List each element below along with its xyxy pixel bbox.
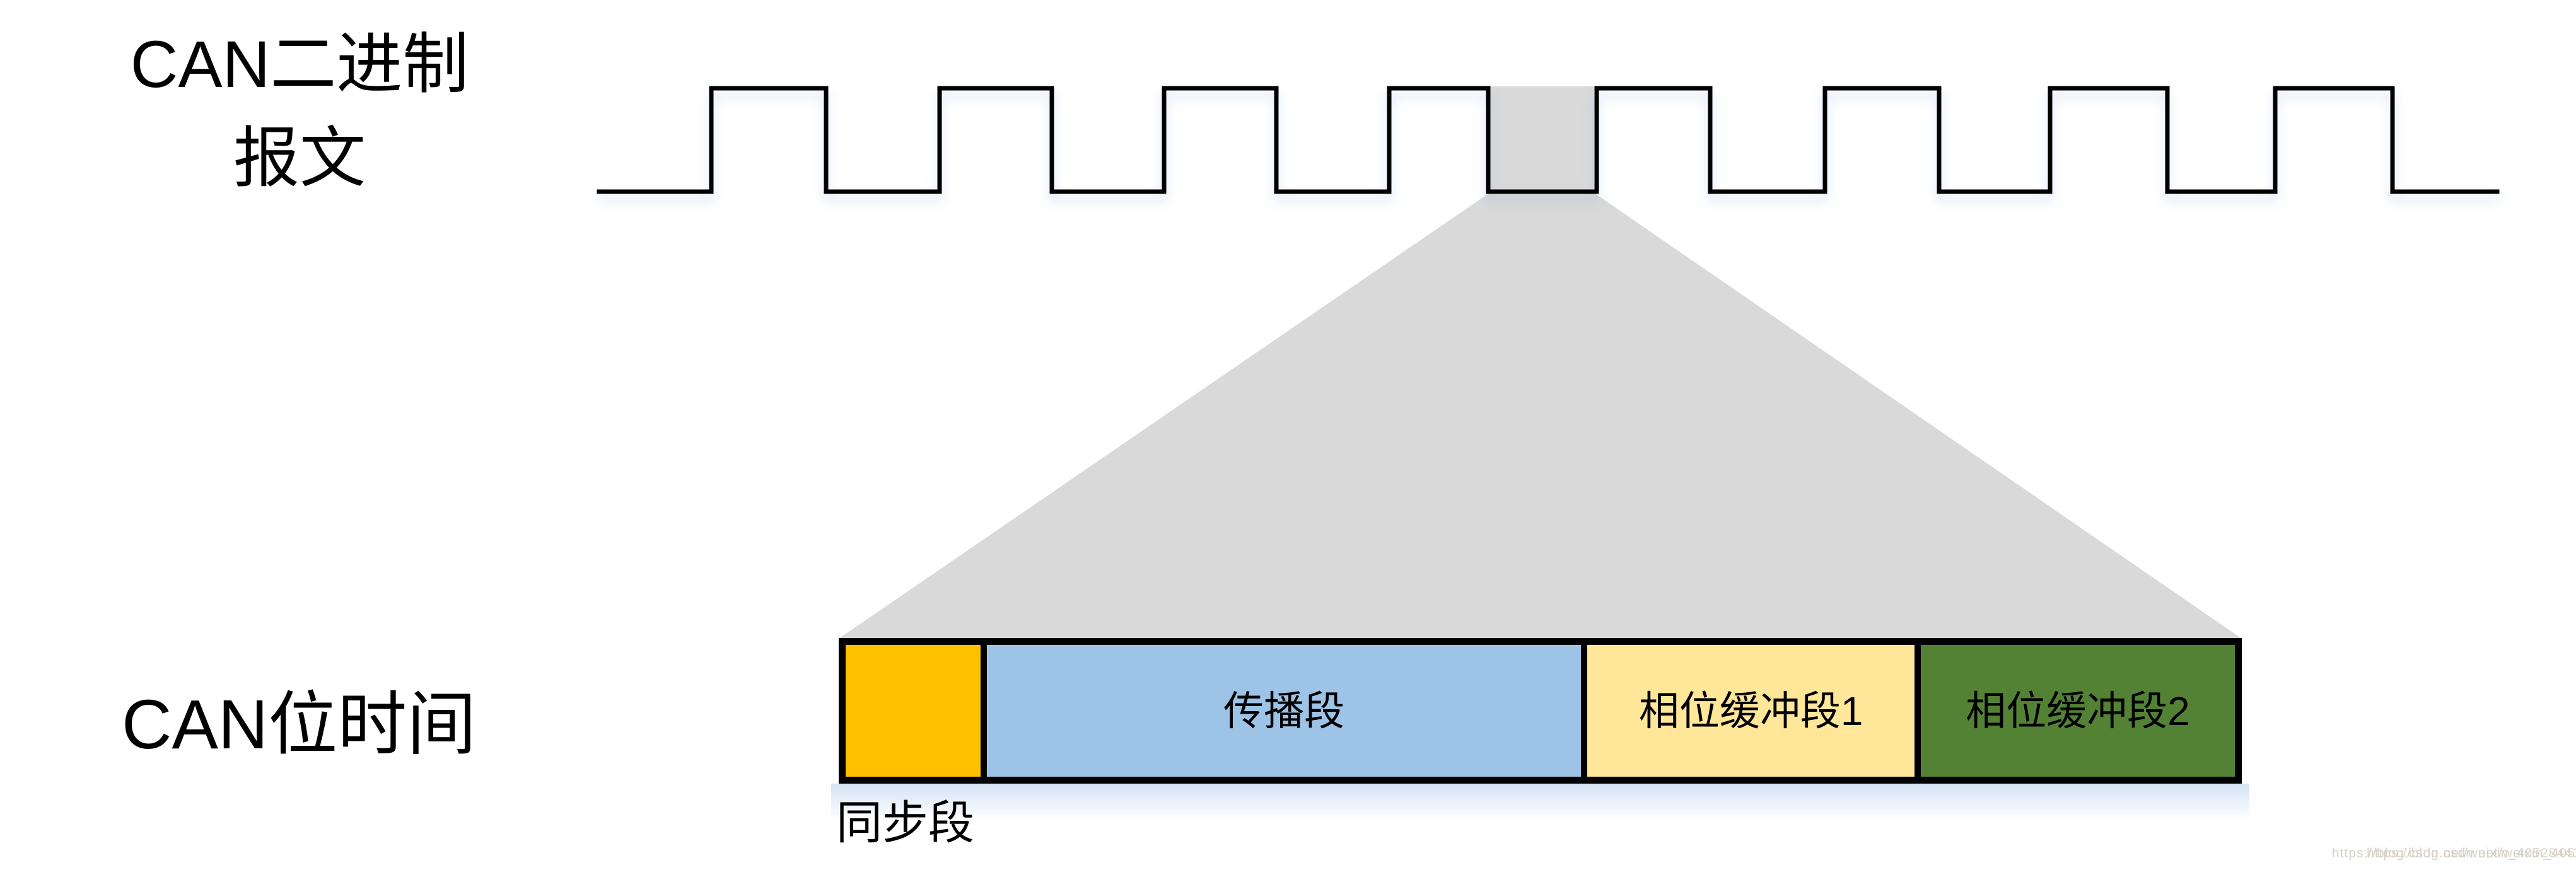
zoom-funnel <box>839 193 2242 639</box>
signal-title-line2: 报文 <box>233 122 366 196</box>
sync-segment <box>846 645 981 777</box>
phase-buffer-1-segment: 相位缓冲段1 <box>1581 645 1915 777</box>
bit-time-title: CAN位时间 <box>122 686 477 763</box>
bit-time-bar: 传播段 相位缓冲段1 相位缓冲段2 <box>839 638 2242 784</box>
phase-buffer-2-segment: 相位缓冲段2 <box>1914 645 2235 777</box>
highlighted-bit-cell <box>1489 86 1594 194</box>
watermark-text-overlap: https://blog.csdn.net/weixin_40528441 <box>2367 846 2576 861</box>
sync-segment-label: 同步段 <box>836 798 974 849</box>
can-binary-waveform <box>597 86 2500 194</box>
bar-reflection <box>831 784 2249 820</box>
propagation-segment: 传播段 <box>980 645 1582 777</box>
watermark-text: https://blog.csdn.net/weixin_40528441 <box>2332 846 2576 861</box>
signal-title-line1: CAN二进制 <box>130 28 469 102</box>
signal-title: CAN二进制 报文 <box>82 18 517 206</box>
